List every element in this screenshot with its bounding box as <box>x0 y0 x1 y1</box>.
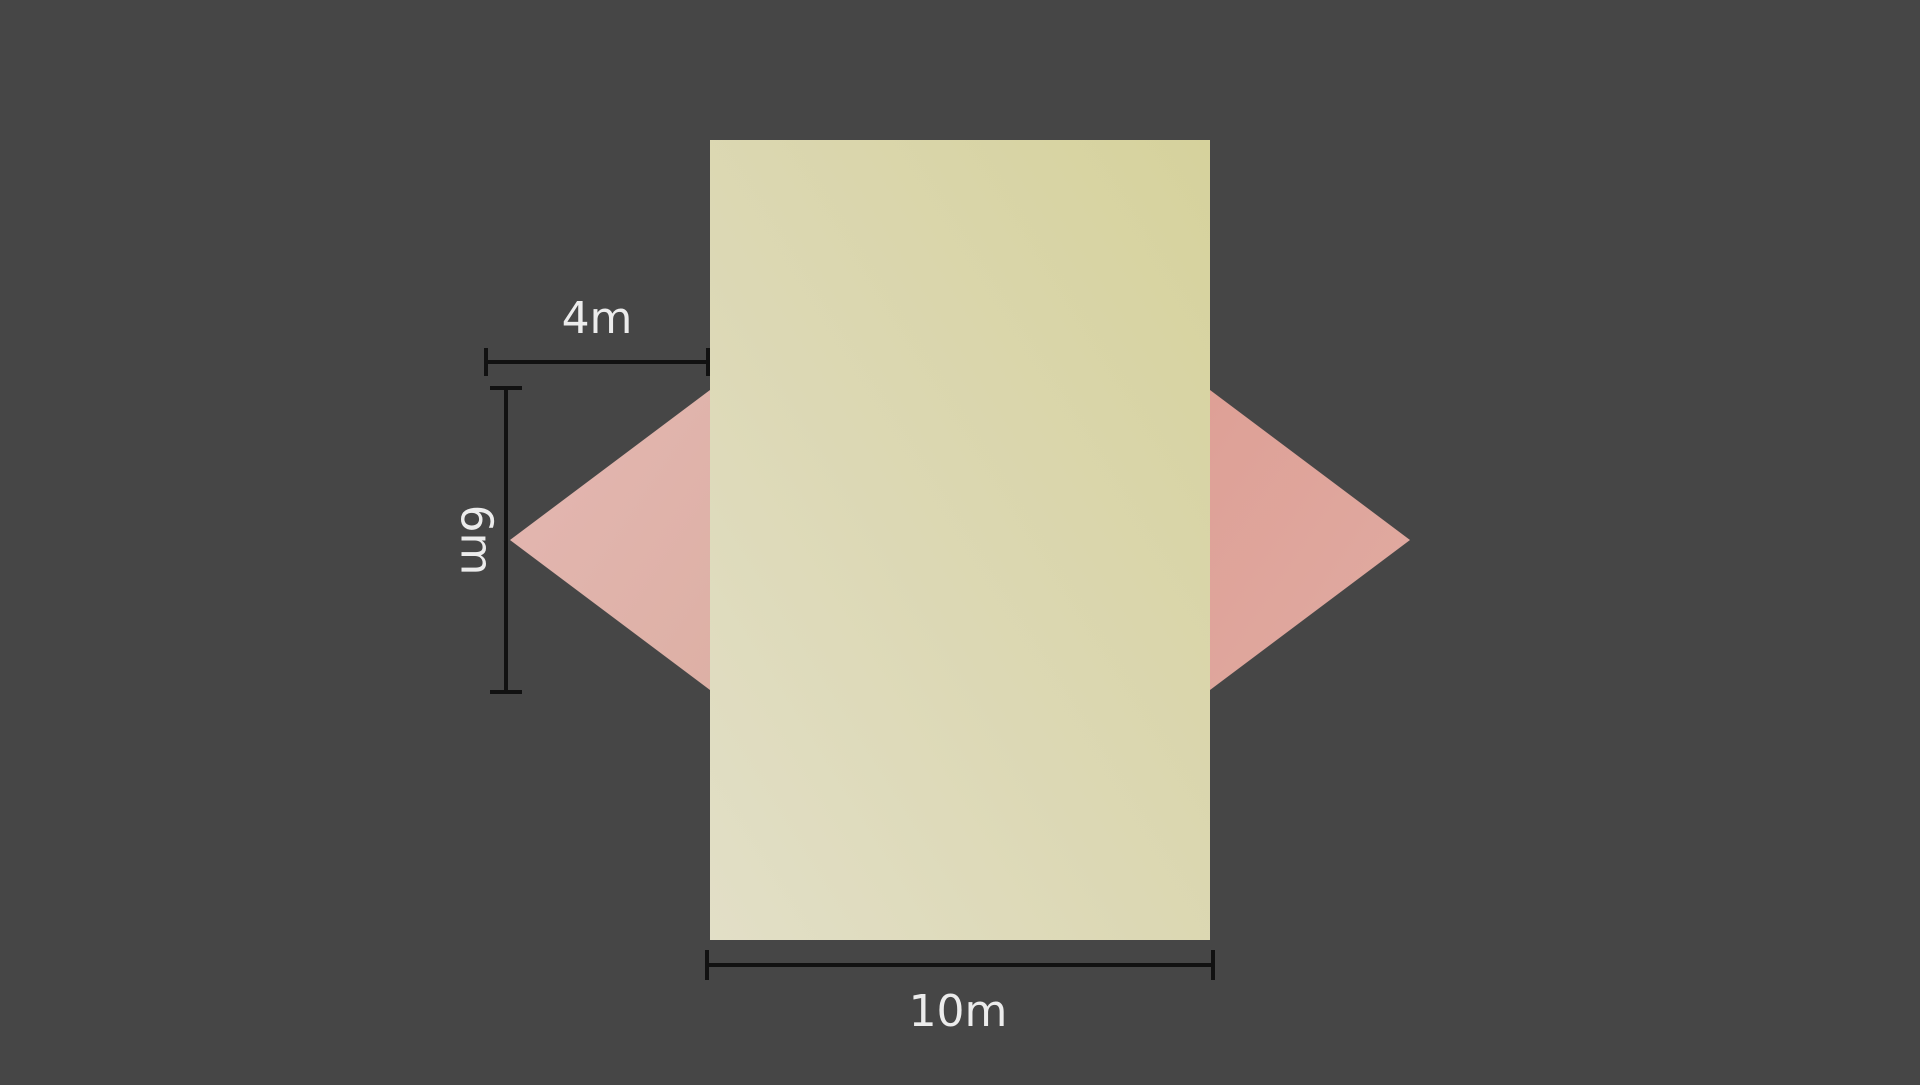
left-triangle <box>510 390 710 690</box>
main-rectangle <box>710 140 1210 940</box>
bottom-width-label: 10m <box>909 986 1008 1037</box>
side-height-label: 6m <box>451 505 502 576</box>
side-height-dimension <box>490 386 522 694</box>
bottom-width-dimension <box>705 950 1215 980</box>
top-width-dimension <box>484 348 710 376</box>
top-width-label: 4m <box>562 293 633 344</box>
right-triangle <box>1210 390 1410 690</box>
